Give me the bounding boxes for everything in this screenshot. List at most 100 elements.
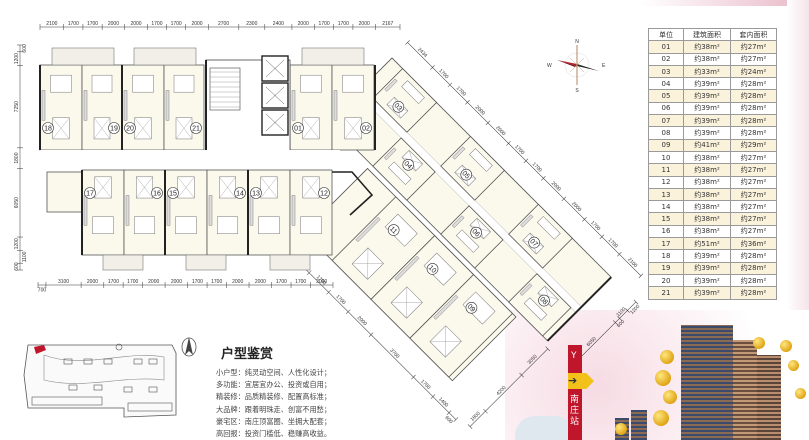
coin-image <box>780 340 792 352</box>
unit-number-badge <box>124 122 136 134</box>
dimension-label: 2000 <box>148 279 159 285</box>
bed-icon <box>173 74 195 93</box>
unit-09: 09 <box>409 274 514 378</box>
building-area-cell: 约39m² <box>683 273 731 288</box>
bed-icon <box>384 213 418 247</box>
site-map <box>23 343 177 418</box>
interior-area-cell: 约28m² <box>730 261 777 275</box>
unit-11: 11 <box>331 196 436 300</box>
unit-16: 16 <box>123 169 166 256</box>
unit-number: 01 <box>294 125 302 132</box>
building-area-cell: 约38m² <box>683 200 731 214</box>
north-arrow-icon <box>181 337 197 357</box>
building-area-cell: 约41m² <box>683 138 731 152</box>
unit-number-badge <box>42 122 54 134</box>
feature-line: 高回报：投资门槛低、稳赚高收益。 <box>216 429 332 439</box>
interior-area-cell: 约28m² <box>730 77 777 91</box>
coin-image <box>655 370 671 386</box>
unit-number-badge <box>538 294 550 307</box>
unit-10: 10 <box>370 235 475 339</box>
bed-icon <box>388 161 412 185</box>
unit-cell: 07 <box>648 114 684 128</box>
bed-icon <box>258 216 280 234</box>
header-interior-area: 套内面积 <box>730 27 777 42</box>
interior-area-cell: 约27m² <box>730 212 777 226</box>
arrow-glyph: ➔ <box>568 374 578 387</box>
elevator-stair-core <box>205 55 291 153</box>
unit-19: 19 <box>81 64 123 151</box>
bed-icon <box>92 216 114 234</box>
unit-cell: 13 <box>648 187 684 202</box>
unit-06: 06 <box>440 205 504 269</box>
unit-05: 05 <box>440 135 505 201</box>
unit-cell: 04 <box>648 77 684 91</box>
unit-number: 02 <box>362 125 370 132</box>
unit-17-bedroom <box>46 171 83 213</box>
unit-cell: 08 <box>648 126 684 140</box>
interior-area-cell: 约28m² <box>730 126 777 140</box>
dimension-label: 2000 <box>130 21 141 27</box>
building-area-cell: 约51m² <box>683 237 731 251</box>
unit-17: 17 <box>81 169 125 256</box>
decorative-strip <box>640 0 809 6</box>
unit-01: 01 <box>289 64 333 151</box>
unit-08: 08 <box>508 273 572 337</box>
dimension-label: 2000 <box>87 279 98 285</box>
arrow-right-icon: ➔ <box>568 373 594 389</box>
building-image <box>631 410 647 440</box>
unit-cell: 02 <box>648 52 684 66</box>
elevator-icon <box>261 55 289 82</box>
unit-number: 03 <box>392 102 403 113</box>
bed-icon <box>217 216 238 234</box>
unit-cell: 05 <box>648 89 684 103</box>
unit-15: 15 <box>164 169 208 256</box>
unit-number-badge <box>250 187 262 199</box>
promo-image <box>505 310 809 440</box>
coin-image <box>653 410 669 426</box>
dimension-label: 2167 <box>382 21 393 27</box>
station-sign: Y ➔ 南庄站 <box>568 345 594 440</box>
dimension-label: 2000 <box>359 21 370 27</box>
unit-cell: 10 <box>648 150 684 165</box>
coin-image <box>660 350 674 364</box>
unit-04: 04 <box>372 137 436 201</box>
feature-line: 小户型：纯灵动空间、人性化设计； <box>216 368 332 377</box>
bed-icon <box>300 74 322 93</box>
dimension-label: 1100 <box>22 251 28 262</box>
interior-area-cell: 约28m² <box>730 273 777 288</box>
unit-number: 10 <box>427 264 438 275</box>
elevator-icon <box>261 109 289 136</box>
unit-cell: 06 <box>648 101 684 116</box>
unit-cell: 17 <box>648 237 684 251</box>
unit-number-badge <box>151 187 163 199</box>
dimension-label: 1700 <box>171 21 182 27</box>
tower-image <box>733 340 757 440</box>
compass-n: N <box>575 39 579 45</box>
bed-icon <box>401 80 425 104</box>
feature-line: 精装修：品质精装修、配置高标准； <box>216 392 332 402</box>
dimension-label: 2700 <box>218 21 229 27</box>
unit-03: 03 <box>372 68 438 133</box>
features-block: 户型鉴赏 小户型：纯灵动空间、人性化设计；多功能：宜居宜办公、投资或自用；精装修… <box>216 343 331 440</box>
dimension-label: 600 <box>22 44 28 53</box>
site-highlight <box>34 345 46 354</box>
bed-icon <box>134 216 155 234</box>
dimension-label: 1700 <box>68 21 79 27</box>
dimension-label: 1100 <box>615 306 627 318</box>
interior-area-cell: 约27m² <box>730 200 777 214</box>
dimension-label: 2000 <box>298 21 309 27</box>
unit-number: 07 <box>528 238 539 249</box>
